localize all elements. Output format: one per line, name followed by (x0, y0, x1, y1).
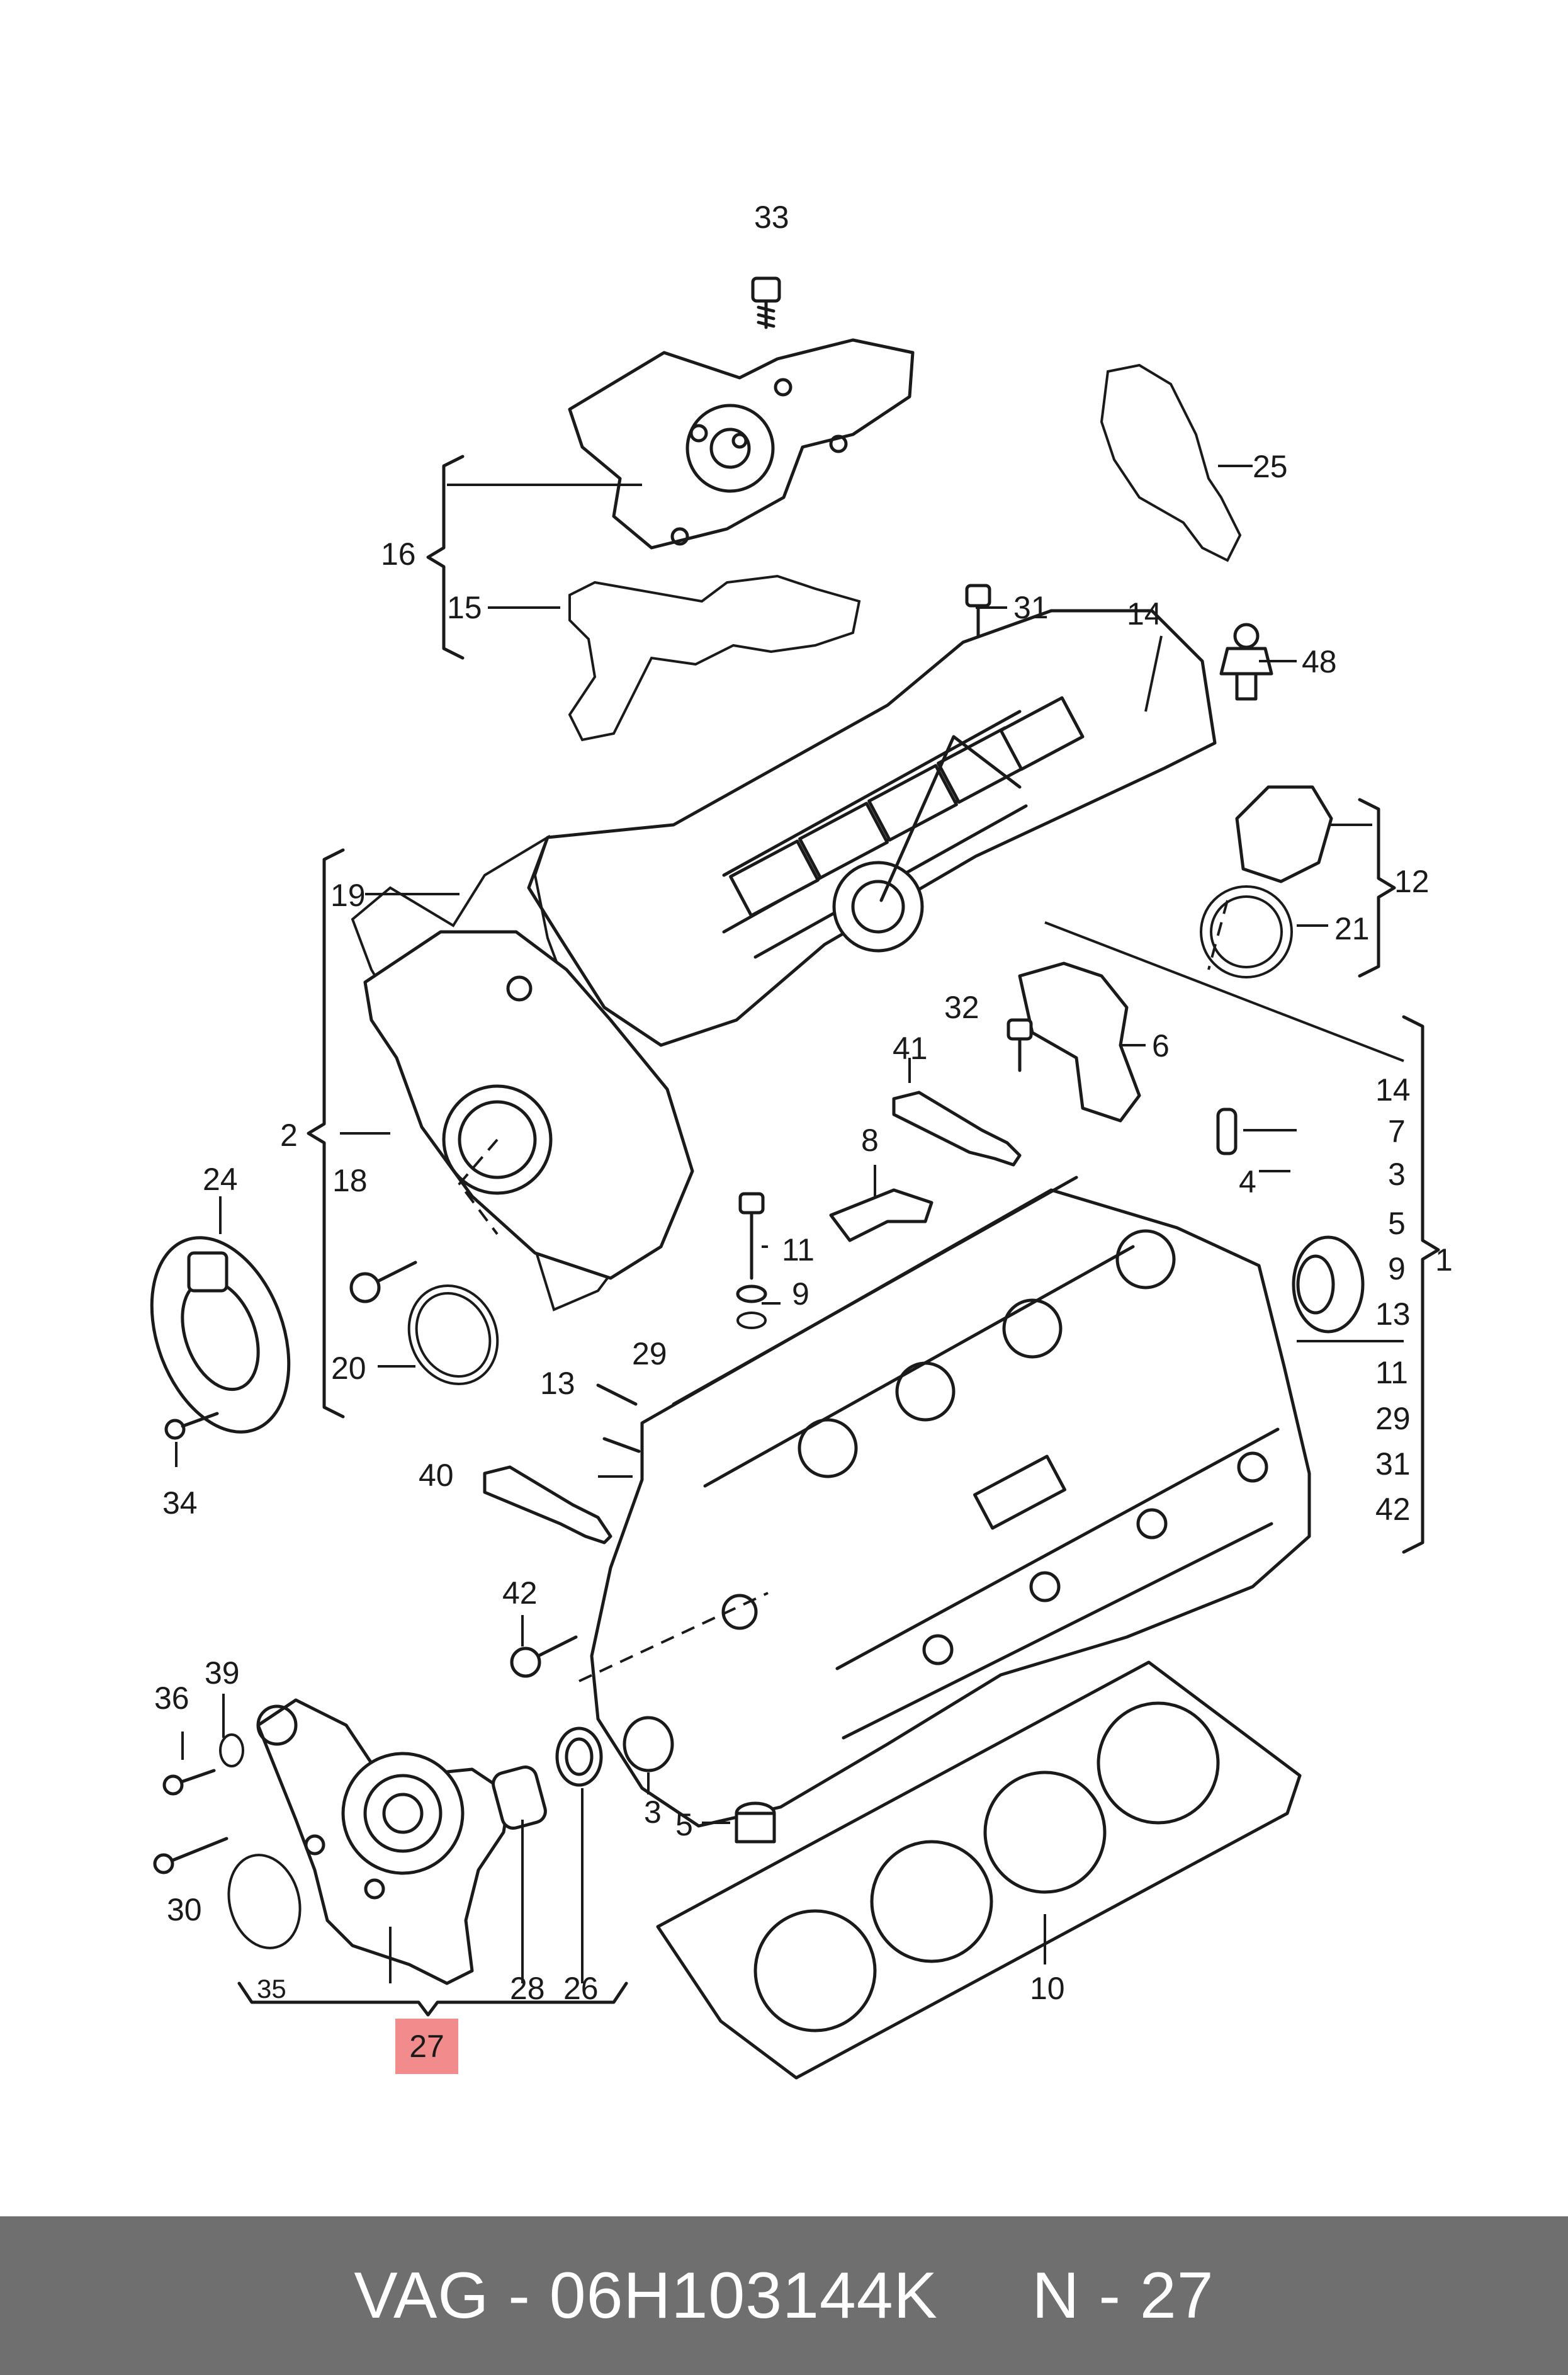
callout-labels: 33 25 16 15 31 14 48 12 21 19 32 6 41 2 … (154, 200, 1453, 2006)
callout-14-cover: 14 (1127, 596, 1162, 632)
sprocket-4 (1292, 1235, 1365, 1334)
callout-24: 24 (203, 1162, 238, 1197)
bolt-11 (736, 1192, 767, 1329)
callout-33: 33 (754, 200, 789, 235)
callout-21: 21 (1334, 911, 1370, 946)
sealant-tube-40 (483, 1465, 612, 1545)
highlight-27-box (395, 2019, 458, 2074)
callout-6: 6 (1152, 1028, 1170, 1063)
callout-26: 26 (563, 1971, 599, 2006)
callout-2: 2 (280, 1118, 298, 1153)
callout-27-highlighted: 27 (409, 2029, 444, 2064)
leader-lines (175, 465, 1404, 1983)
callout-31-head: 31 (1375, 1446, 1411, 1482)
callout-36: 36 (154, 1681, 189, 1716)
pin-7 (1216, 1108, 1238, 1155)
callout-39: 39 (205, 1655, 240, 1691)
sensor-wheel-24 (150, 1236, 291, 1434)
callout-5-seal: 5 (675, 1807, 693, 1842)
callout-32: 32 (944, 990, 979, 1025)
callout-7: 7 (1388, 1114, 1406, 1149)
callout-3-plug: 3 (644, 1794, 662, 1830)
studs-13-29 (596, 1383, 641, 1453)
callout-29-head: 29 (1375, 1401, 1411, 1436)
sleeve-28 (492, 1766, 547, 1830)
callout-13-head: 13 (1375, 1296, 1411, 1332)
valve-housing-16 (568, 338, 915, 550)
callout-18: 18 (332, 1163, 368, 1198)
gasket-15 (568, 574, 861, 742)
bolt-33 (751, 276, 781, 329)
callout-25: 25 (1253, 449, 1288, 484)
callout-14-head: 14 (1375, 1072, 1411, 1108)
callout-5-head: 5 (1388, 1206, 1406, 1241)
water-pump-27 (227, 1698, 512, 1985)
callout-42-bolt: 42 (502, 1575, 538, 1611)
callout-4: 4 (1239, 1164, 1256, 1199)
callout-48: 48 (1302, 644, 1337, 679)
callout-11-bolt: 11 (782, 1232, 815, 1267)
footer-bar: VAG - 06H103144K N - 27 (0, 2216, 1568, 2375)
bolt-42 (510, 1635, 578, 1678)
callout-31: 31 (1013, 590, 1049, 625)
bolt-36 (162, 1769, 216, 1796)
callout-42-head: 42 (1375, 1492, 1411, 1527)
callout-1: 1 (1435, 1242, 1453, 1278)
seal-5 (735, 1801, 776, 1844)
bolt-32 (1007, 1018, 1033, 1072)
bolt-34 (164, 1412, 219, 1440)
callout-3-head: 3 (1388, 1157, 1406, 1192)
callout-9-head: 9 (1388, 1251, 1406, 1286)
exploded-parts-diagram (150, 276, 1440, 2080)
callout-16: 16 (381, 536, 416, 572)
plug-3 (623, 1716, 674, 1772)
group-brackets (237, 455, 1440, 2017)
sealant-tube-41 (892, 1091, 1022, 1167)
sensor-48 (1219, 623, 1273, 701)
part-number-caption: VAG - 06H103144K N - 27 (354, 2259, 1214, 2332)
callout-41: 41 (893, 1031, 928, 1066)
callout-19: 19 (330, 878, 366, 913)
callout-40: 40 (419, 1458, 454, 1493)
callout-8: 8 (861, 1123, 879, 1158)
callout-30: 30 (167, 1892, 202, 1927)
callout-34: 34 (162, 1485, 198, 1521)
callout-29-stud: 29 (632, 1336, 667, 1371)
bolt-31 (965, 584, 991, 638)
guide-8 (829, 1188, 933, 1242)
bolt-30 (153, 1837, 228, 1874)
bolt-18 (349, 1261, 417, 1303)
washer-39 (219, 1733, 244, 1767)
seal-20 (407, 1284, 499, 1385)
callout-15: 15 (447, 590, 482, 625)
timing-cover-2 (363, 930, 694, 1280)
callout-28: 28 (510, 1971, 545, 2006)
gasket-25 (1100, 363, 1242, 562)
cylinder-head-1 (578, 1176, 1311, 1828)
sensor-6 (1018, 961, 1141, 1123)
seal-26 (555, 1726, 603, 1787)
head-gasket-10 (656, 1660, 1302, 2080)
callout-12: 12 (1394, 864, 1430, 899)
callout-9-washer: 9 (792, 1276, 809, 1312)
oil-filler-cap-12 (1200, 785, 1333, 978)
callout-35: 35 (257, 1974, 286, 2004)
callout-10: 10 (1030, 1971, 1065, 2006)
callout-13-stud: 13 (540, 1366, 575, 1401)
cylinder-head-cover-14 (527, 609, 1217, 1047)
callout-11-head: 11 (1375, 1355, 1408, 1390)
callout-20: 20 (331, 1351, 366, 1386)
